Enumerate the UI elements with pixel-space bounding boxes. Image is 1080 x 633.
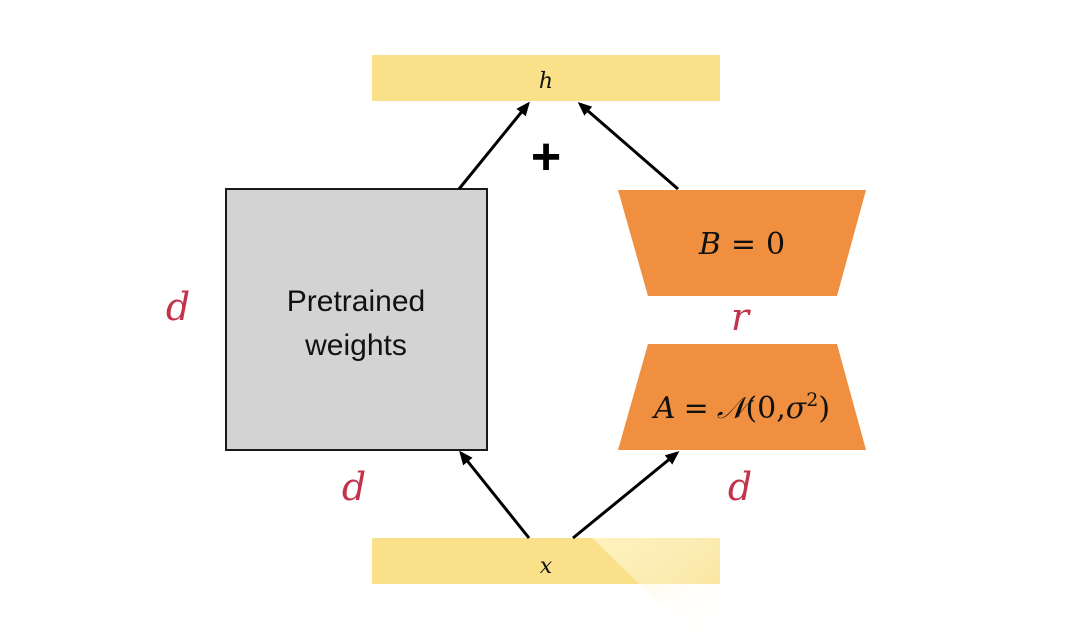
matrix-b-equals: =: [731, 227, 756, 262]
pretrained-label-line2: weights: [304, 329, 407, 362]
pretrained-weights-block: [225, 188, 488, 451]
matrix-b-value: 0: [766, 227, 785, 262]
arrow-x-to-a: [572, 451, 680, 540]
matrix-a-sigma: σ: [786, 391, 808, 426]
matrix-a-exp: 2: [806, 389, 818, 411]
plus-sign: +: [531, 128, 561, 186]
adapter-b-trapezoid: [618, 190, 866, 296]
adapter-b-label: B = 0: [698, 227, 785, 262]
arrow-b-to-h: [577, 102, 679, 191]
dim-label-bottom-left: d: [342, 465, 366, 509]
input-bar-glare: [592, 538, 720, 633]
arrow-pretrained-to-h: [457, 101, 530, 190]
matrix-a-equals: =: [684, 391, 709, 426]
matrix-b-name: B: [698, 227, 721, 262]
arrow-x-to-pretrained: [459, 450, 531, 539]
input-label: x: [540, 554, 553, 579]
matrix-a-name: A: [651, 391, 676, 426]
adapter-a-trapezoid: [618, 344, 866, 450]
rank-label: r: [731, 295, 752, 339]
adapter-a-label: A=𝒩(0,σ2): [651, 389, 830, 426]
dim-label-left: d: [166, 285, 190, 329]
pretrained-label-line1: Pretrained: [287, 285, 425, 318]
matrix-a-open: (0,: [745, 391, 785, 426]
dim-label-bottom-right: d: [728, 465, 752, 509]
matrix-a-close: ): [818, 391, 830, 426]
output-bar: [372, 55, 720, 101]
output-label: h: [539, 69, 553, 94]
